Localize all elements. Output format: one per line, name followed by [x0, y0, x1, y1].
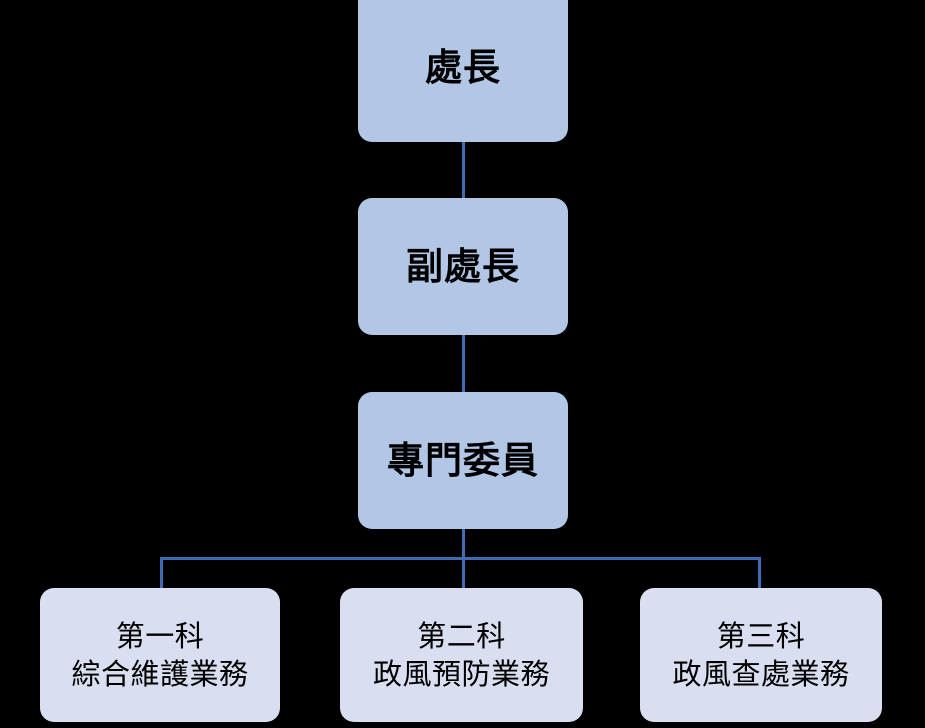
node-deputy-director-label: 副處長	[406, 244, 520, 288]
connector-section-bus	[160, 557, 761, 560]
node-section-2-title: 第二科	[417, 619, 506, 654]
node-section-2[interactable]: 第二科 政風預防業務	[340, 588, 583, 722]
node-director-label: 處長	[425, 46, 501, 90]
node-section-1-duty: 綜合維護業務	[71, 656, 249, 691]
connector-deputy-to-specialist	[462, 334, 465, 394]
node-section-1[interactable]: 第一科 綜合維護業務	[40, 588, 280, 722]
node-senior-specialist-label: 專門委員	[387, 438, 539, 482]
node-section-3[interactable]: 第三科 政風查處業務	[640, 588, 882, 722]
connector-bus-to-section-1	[160, 557, 163, 590]
node-section-3-duty: 政風查處業務	[672, 656, 850, 691]
node-section-2-duty: 政風預防業務	[372, 656, 550, 691]
node-section-1-title: 第一科	[115, 619, 205, 654]
node-section-3-title: 第三科	[716, 619, 806, 654]
connector-director-to-deputy	[462, 142, 465, 200]
node-director[interactable]: 處長	[358, 0, 568, 142]
node-deputy-director[interactable]: 副處長	[358, 198, 568, 335]
connector-bus-to-section-3	[758, 557, 761, 590]
node-senior-specialist[interactable]: 專門委員	[358, 392, 568, 529]
